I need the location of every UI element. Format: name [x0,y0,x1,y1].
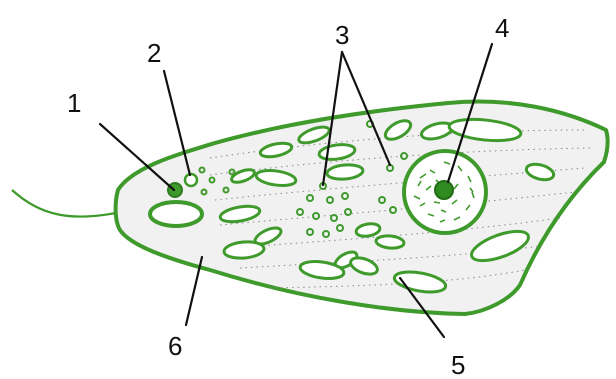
label-4: 4 [495,13,509,43]
reservoir [150,202,202,226]
label-3: 3 [335,20,349,50]
nucleus [404,151,486,233]
label-2: 2 [147,38,161,68]
nucleolus [435,181,453,199]
contractile-vacuole [185,174,197,186]
flagellum [12,190,130,217]
label-5: 5 [451,350,465,379]
label-6: 6 [168,331,182,361]
label-1: 1 [67,88,81,118]
